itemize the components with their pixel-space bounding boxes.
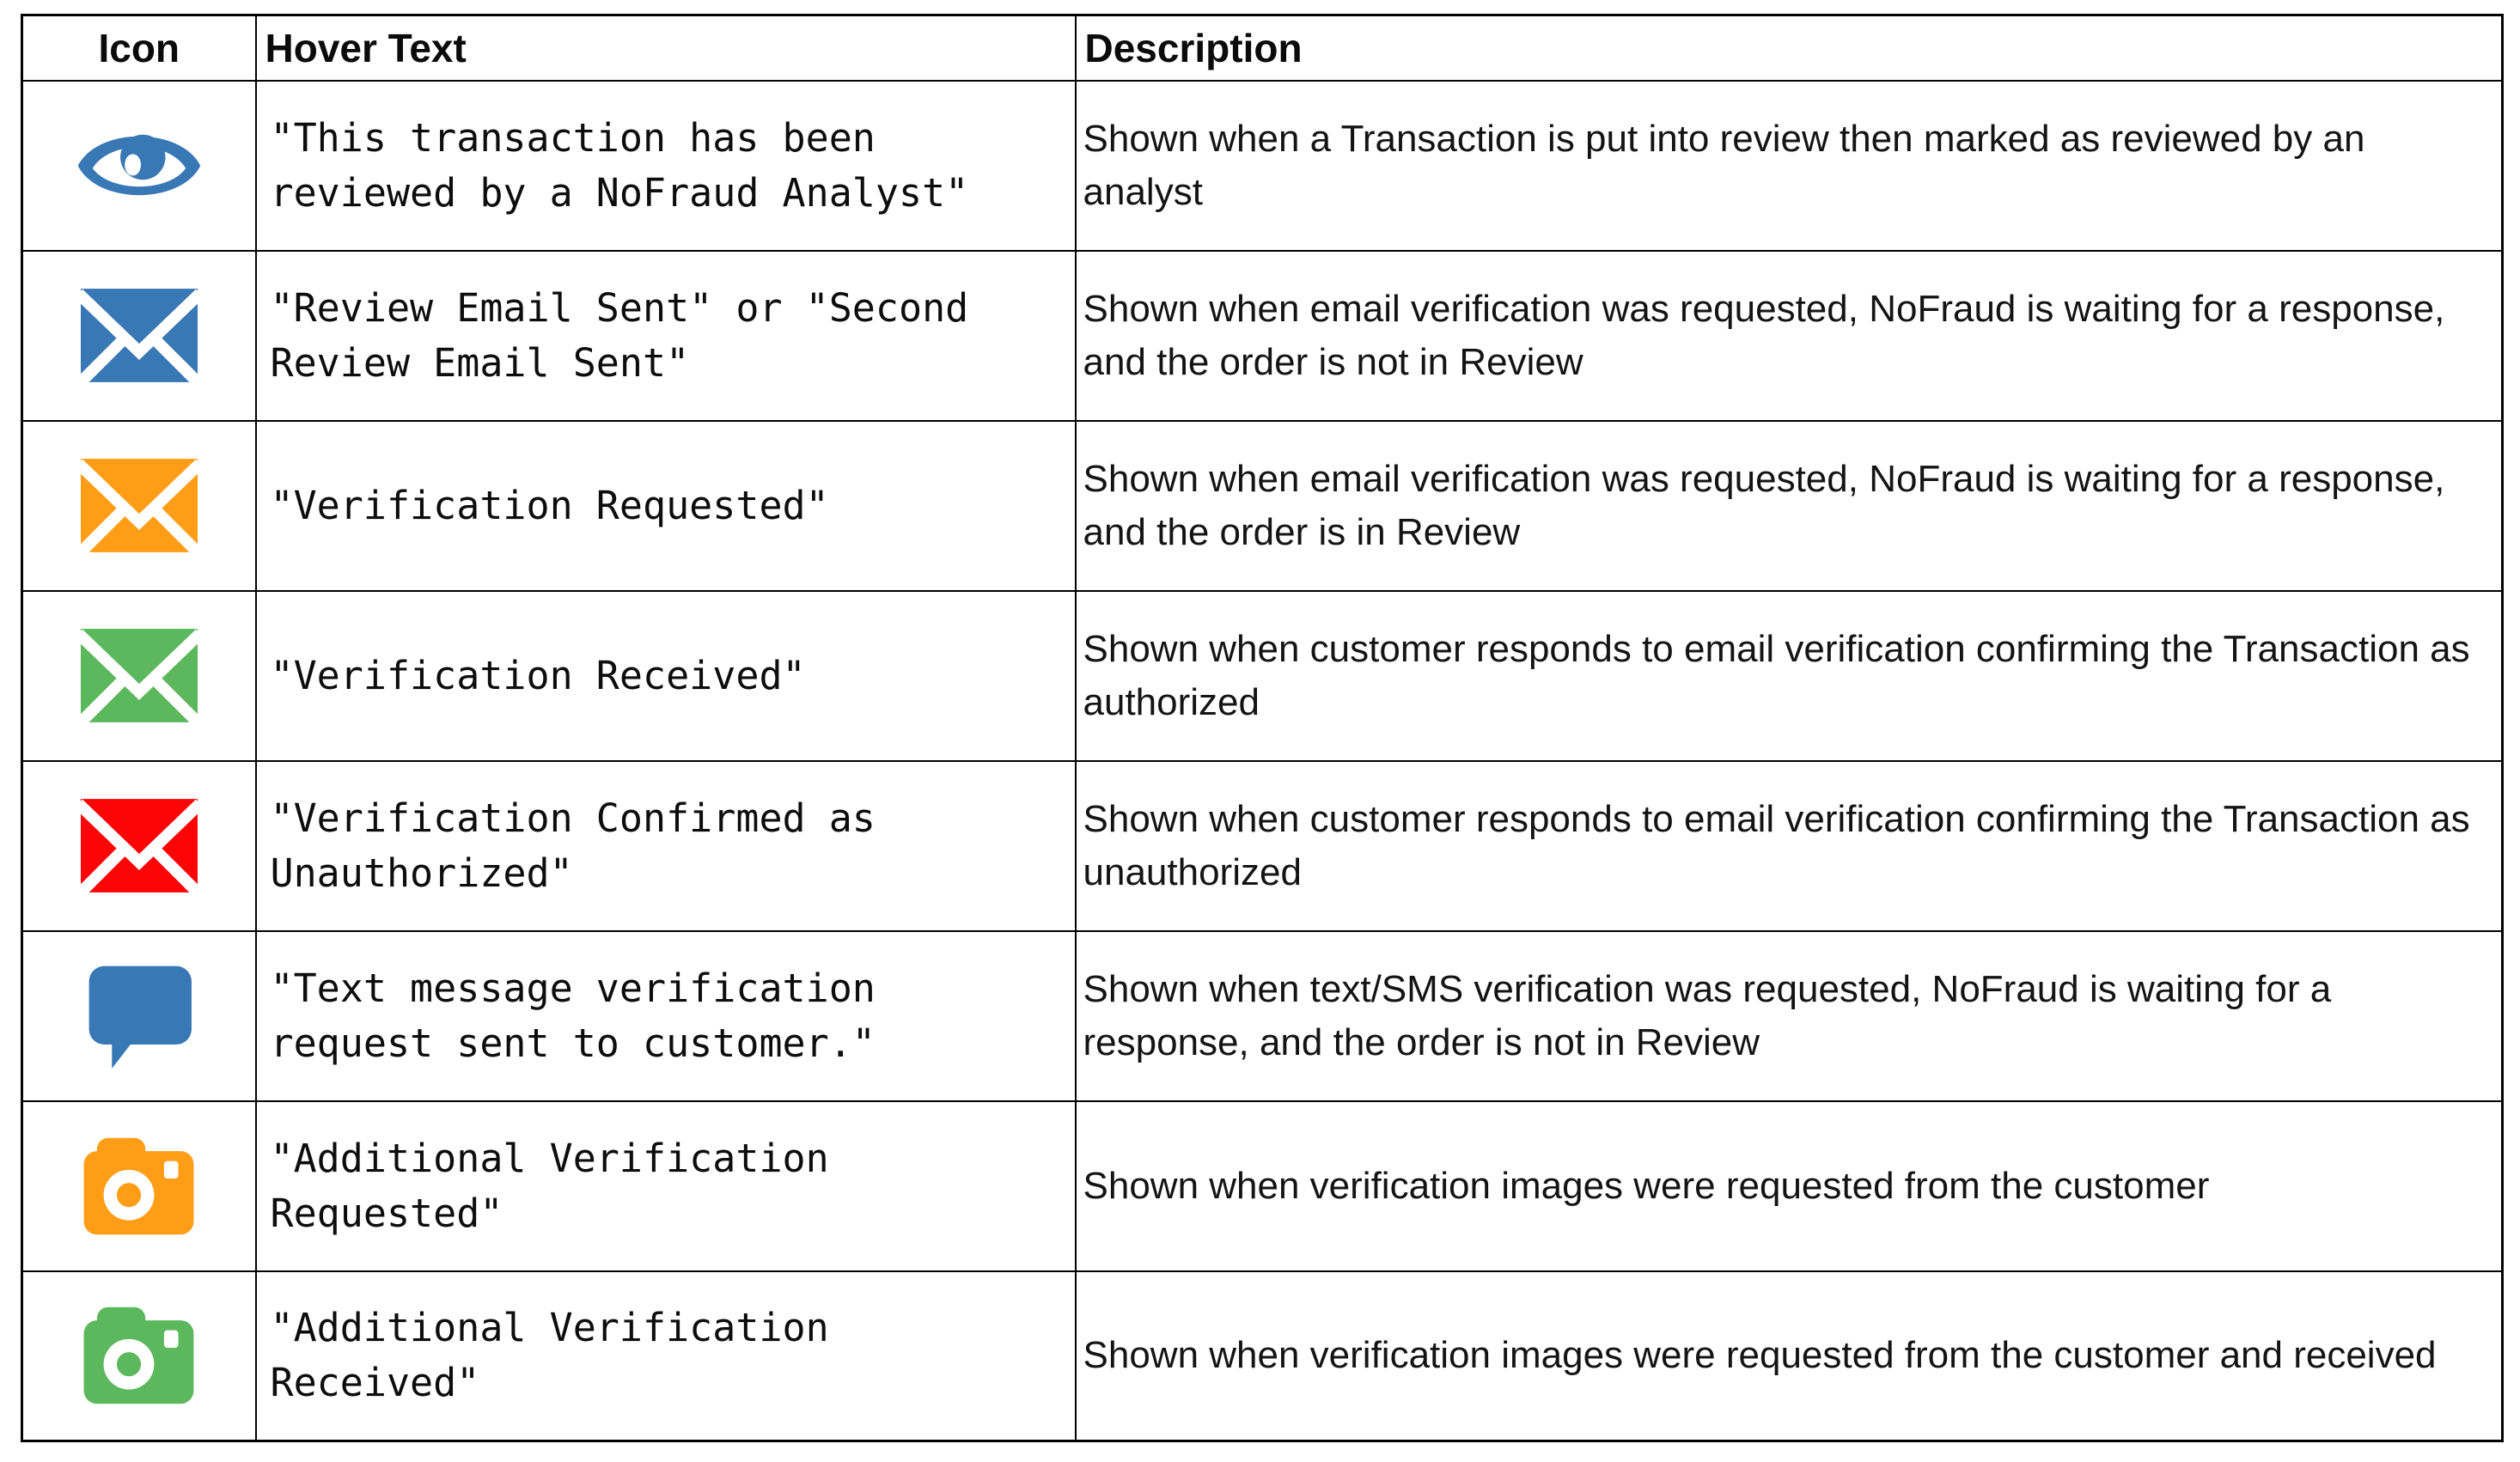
hover-text: "Additional Verification Received" [254,1270,1077,1442]
chat-bubble-icon [88,966,192,1069]
table-row: "Text message verification request sent … [21,929,2504,1102]
camera-icon [83,1307,194,1404]
icon-cell [21,1270,257,1442]
table-header-row: Icon Hover Text Description [21,14,2504,82]
header-hover-text: Hover Text [254,14,1077,82]
icon-cell [21,1100,257,1272]
table-row: "Verification Confirmed as Unauthorized"… [21,759,2504,932]
table-row: "This transaction has been reviewed by a… [21,79,2504,252]
icon-cell [21,79,257,252]
description-text: Shown when email verification was reques… [1074,249,2504,422]
description-text: Shown when a Transaction is put into rev… [1074,79,2504,252]
hover-text: "Verification Confirmed as Unauthorized" [254,759,1077,932]
hover-text: "Verification Requested" [254,419,1077,592]
description-text: Shown when customer responds to email ve… [1074,589,2504,762]
description-text: Shown when verification images were requ… [1074,1100,2504,1272]
envelope-icon [80,799,198,892]
icon-cell [21,929,257,1102]
icon-cell [21,249,257,422]
table-row: "Additional Verification Requested" Show… [21,1100,2504,1272]
camera-icon [83,1137,194,1234]
header-icon: Icon [21,14,257,82]
table-row: "Verification Received" Shown when custo… [21,589,2504,762]
envelope-icon [80,289,198,382]
hover-text: "This transaction has been reviewed by a… [254,79,1077,252]
icon-cell [21,589,257,762]
hover-text: "Verification Received" [254,589,1077,762]
envelope-icon [80,629,198,722]
table-row: "Verification Requested" Shown when emai… [21,419,2504,592]
header-description: Description [1074,14,2504,82]
envelope-icon [80,459,198,552]
description-text: Shown when verification images were requ… [1074,1270,2504,1442]
icon-cell [21,419,257,592]
description-text: Shown when text/SMS verification was req… [1074,929,2504,1102]
eye-icon [77,134,200,195]
icon-legend-table: Icon Hover Text Description "This transa… [21,14,2504,1442]
table-row: "Additional Verification Received" Shown… [21,1270,2504,1442]
hover-text: "Text message verification request sent … [254,929,1077,1102]
description-text: Shown when email verification was reques… [1074,419,2504,592]
description-text: Shown when customer responds to email ve… [1074,759,2504,932]
table-row: "Review Email Sent" or "Second Review Em… [21,249,2504,422]
hover-text: "Review Email Sent" or "Second Review Em… [254,249,1077,422]
icon-cell [21,759,257,932]
hover-text: "Additional Verification Requested" [254,1100,1077,1272]
